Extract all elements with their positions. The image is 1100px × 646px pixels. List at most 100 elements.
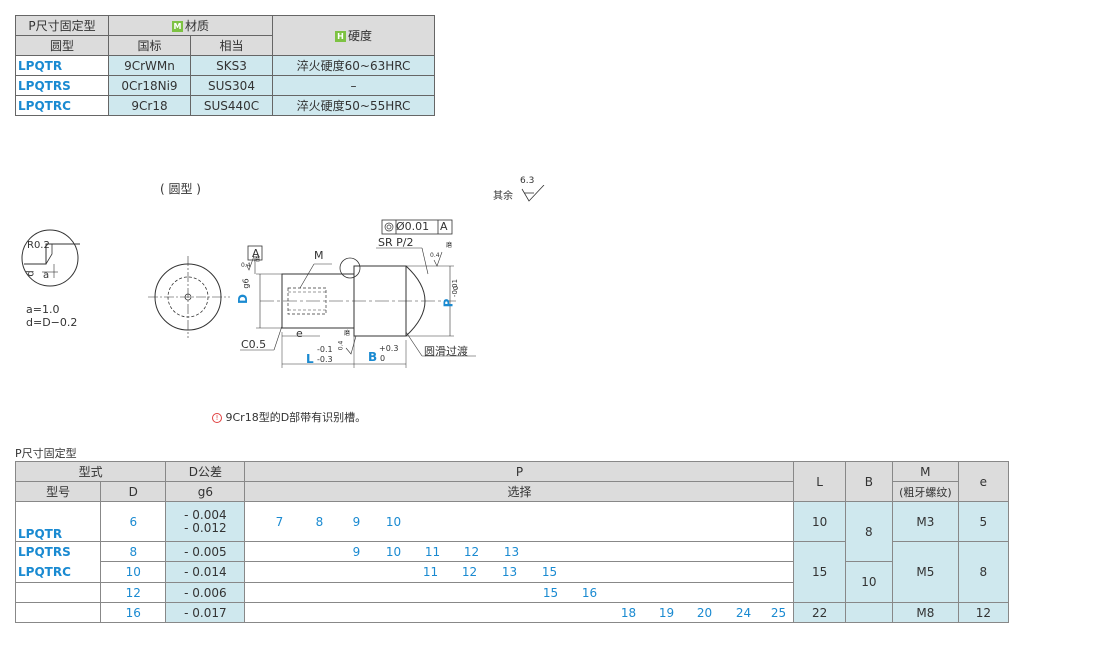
d-dim-label: D	[235, 294, 250, 304]
b-value: 10	[844, 561, 894, 603]
d-dim-sub: g6	[241, 278, 251, 289]
mat-header-round: 圆型	[15, 35, 109, 56]
p-option[interactable]: 12	[461, 565, 478, 579]
table-row: 10 - 0.014 11 12 13 15 10	[16, 561, 1009, 603]
p-option[interactable]: 13	[501, 565, 518, 579]
p-option[interactable]: 15	[541, 565, 558, 579]
mat-hardness: 淬火硬度50~55HRC	[272, 95, 435, 116]
p-option[interactable]: 10	[385, 544, 402, 559]
roughness-04-left: 0.4	[241, 262, 251, 269]
p-option[interactable]: 25	[770, 605, 787, 620]
mat-equiv: SUS304	[190, 75, 273, 96]
spec-table: 型式 D公差 P L B M e 型号 D g6 选择 (粗牙螺纹) LPQTR…	[14, 461, 1010, 623]
mat-row: LPQTRC 9Cr18 SUS440C 淬火硬度50~55HRC	[15, 95, 435, 116]
d-value: 6	[100, 501, 167, 542]
model-code-empty	[14, 602, 102, 623]
mat-hardness: 淬火硬度60~63HRC	[272, 55, 435, 76]
p-option[interactable]: 13	[503, 544, 520, 559]
mat-code[interactable]: LPQTRC	[15, 95, 109, 116]
p-options: 18 19 20 24 25	[244, 602, 795, 623]
d-value: 16	[100, 602, 167, 623]
table-row: LPQTR 6 - 0.004- 0.012 7 8 9 10 10 8 M3 …	[14, 501, 1010, 562]
detail-view-diagram	[21, 229, 80, 287]
p-option[interactable]: 9	[352, 544, 361, 559]
header-select: 选择	[244, 481, 795, 502]
m-value: M5	[892, 541, 959, 603]
b-value-empty	[844, 602, 894, 623]
p-option[interactable]: 8	[315, 514, 324, 529]
header-p: P	[244, 461, 795, 482]
rest-roughness-label: 其余	[493, 191, 513, 202]
mat-hardness: –	[272, 75, 435, 96]
model-code[interactable]: LPQTR	[14, 501, 102, 542]
p-option[interactable]: 20	[696, 605, 713, 620]
detail-d-label: d	[25, 270, 37, 277]
detail-r-label: R0.2	[27, 240, 50, 251]
d-tolerance: - 0.014	[165, 561, 246, 583]
p-option[interactable]: 12	[463, 544, 480, 559]
p-option[interactable]: 7	[275, 514, 284, 529]
mat-row: LPQTR 9CrWMn SKS3 淬火硬度60~63HRC	[15, 55, 435, 76]
p-option[interactable]: 11	[422, 565, 439, 579]
a-note: a=1.0	[26, 303, 60, 316]
table-row: 16 - 0.017 18 19 20 24 25 22 M8 12	[14, 602, 1010, 623]
tolerance-value: Ø0.01	[396, 220, 430, 233]
p-option[interactable]: 9	[352, 514, 361, 529]
p-option[interactable]: 16	[581, 585, 598, 600]
mat-gb: 9CrWMn	[108, 55, 191, 76]
d-value: 8	[100, 541, 167, 562]
tolerance-ref: A	[440, 220, 448, 233]
mat-row: LPQTRS 0Cr18Ni9 SUS304 –	[15, 75, 435, 96]
p-option[interactable]: 11	[424, 544, 441, 559]
p-option[interactable]: 18	[620, 605, 637, 620]
mat-header-equiv: 相当	[190, 35, 273, 56]
header-d: D	[100, 481, 167, 502]
grind-mark-bottom: 磨	[344, 330, 351, 337]
mat-header-type: P尺寸固定型	[15, 15, 109, 36]
sr-label: SR P/2	[378, 236, 414, 249]
mat-equiv: SUS440C	[190, 95, 273, 116]
header-b: B	[844, 461, 894, 502]
hardness-badge-icon: H	[334, 31, 346, 42]
d-value: 12	[100, 582, 167, 603]
header-g6: g6	[165, 481, 246, 502]
p-options: 9 10 11 12 13	[244, 541, 795, 562]
p-option[interactable]: 19	[658, 605, 675, 620]
d-tolerance: - 0.006	[165, 582, 246, 603]
mat-code[interactable]: LPQTR	[15, 55, 109, 76]
p-options: 7 8 9 10	[244, 501, 795, 542]
warning-icon: !	[212, 413, 222, 423]
smooth-transition-label: 圆滑过渡	[424, 345, 468, 358]
model-code-group: LPQTRS LPQTRC	[14, 541, 102, 583]
p-option[interactable]: 24	[735, 605, 752, 620]
m-label: M	[314, 249, 324, 262]
e-value: 8	[957, 541, 1010, 603]
d-value: 10	[100, 561, 167, 583]
b-value: 8	[844, 501, 894, 562]
l-value: 15	[793, 541, 846, 603]
p-option[interactable]: 10	[385, 514, 402, 529]
mat-header-gb: 国标	[108, 35, 191, 56]
m-value: M8	[892, 602, 959, 623]
m-value: M3	[892, 501, 959, 542]
model-code[interactable]: LPQTRS	[18, 545, 71, 559]
mat-code[interactable]: LPQTRS	[15, 75, 109, 96]
identification-note: ! 9Cr18型的D部带有识别槽。	[212, 409, 366, 425]
header-m-sub: (粗牙螺纹)	[892, 481, 959, 502]
p-tol-dn: -0.01	[451, 278, 460, 298]
e-value: 5	[957, 501, 1010, 542]
header-e: e	[957, 461, 1010, 502]
header-model: 型式	[14, 461, 167, 482]
l-value: 22	[793, 602, 846, 623]
mat-gb: 0Cr18Ni9	[108, 75, 191, 96]
p-options: 11 12 13 15	[244, 561, 795, 583]
roughness-04-top: 0.4	[430, 252, 440, 259]
model-code[interactable]: LPQTRC	[18, 565, 71, 579]
b-dim-label: B	[368, 350, 378, 364]
p-option[interactable]: 15	[542, 585, 559, 600]
header-type: 型号	[14, 481, 102, 502]
side-view-diagram	[240, 219, 476, 368]
